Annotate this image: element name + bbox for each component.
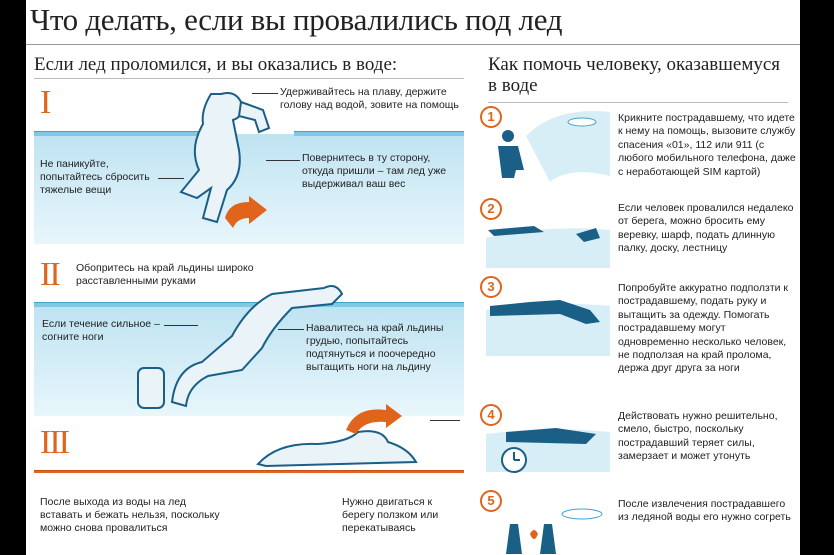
step-4-number: 4 <box>480 404 502 426</box>
water-section-1 <box>34 134 464 244</box>
leader-line <box>278 329 304 330</box>
section-number-2: II <box>40 256 61 293</box>
step-5-scene <box>506 508 603 554</box>
ice-edge-left-1 <box>34 131 224 136</box>
step-1-scene <box>498 111 610 182</box>
title-divider <box>26 44 800 45</box>
caption-1-hold: Удерживайтесь на плаву, держите голову н… <box>280 86 459 111</box>
caption-2-lean: Обопритесь на край льдины широко расстав… <box>76 262 254 287</box>
step-3-number: 3 <box>480 276 502 298</box>
step-3-scene <box>486 300 610 356</box>
step-5-number: 5 <box>480 490 502 512</box>
step-4-scene <box>486 428 610 473</box>
climbing-figure-2 <box>137 285 344 409</box>
caption-3-crawl: Нужно двигаться к берегу ползком или пер… <box>342 496 439 534</box>
caption-2-current: Если течение сильное – согните ноги <box>42 318 160 343</box>
left-heading: Если лед проломился, и вы оказались в во… <box>34 54 398 75</box>
turn-arrow-icon <box>225 196 267 228</box>
step-5-text: После извлечения пострадавшего из ледяно… <box>618 498 791 524</box>
step-2-number: 2 <box>480 198 502 220</box>
leader-line <box>430 420 460 421</box>
ice-edge-2 <box>34 302 464 307</box>
section-number-3: III <box>40 424 70 461</box>
left-heading-rule <box>34 78 464 79</box>
right-heading-rule <box>488 102 788 103</box>
swimmer-figure-1 <box>179 92 271 224</box>
step-2-text: Если человек провалился недалеко от бере… <box>618 202 794 255</box>
crawling-figure-3 <box>256 430 418 468</box>
step-1-text: Крикните пострадавшему, что идете к нему… <box>618 112 796 178</box>
step-4-text: Действовать нужно решительно, смело, быс… <box>618 410 778 463</box>
ice-edge-right-1 <box>294 131 464 136</box>
leader-line <box>252 93 278 94</box>
roll-arrow-icon <box>346 404 402 434</box>
caption-1-turn: Повернитесь в ту сторону, откуда пришли … <box>302 152 447 190</box>
leader-line <box>164 325 198 326</box>
leader-line <box>266 160 300 161</box>
step-2-scene <box>486 226 610 268</box>
caption-2-chest: Навалитесь на край льдины грудью, попыта… <box>306 322 444 373</box>
leader-line <box>158 178 184 179</box>
page-title: Что делать, если вы провалились под лед <box>30 2 563 37</box>
caption-3-dont-stand: После выхода из воды на лед вставать и б… <box>40 496 220 534</box>
right-heading: Как помочь человеку, оказавшемуся в воде <box>488 54 781 96</box>
section-number-1: I <box>40 84 51 121</box>
step-3-text: Попробуйте аккуратно подползти к пострад… <box>618 282 789 375</box>
infographic: Что делать, если вы провалились под лед … <box>26 0 800 555</box>
ground-line-3 <box>34 470 464 473</box>
caption-1-panic: Не паникуйте, попытайтесь сбросить тяжел… <box>40 158 150 196</box>
step-1-number: 1 <box>480 106 502 128</box>
